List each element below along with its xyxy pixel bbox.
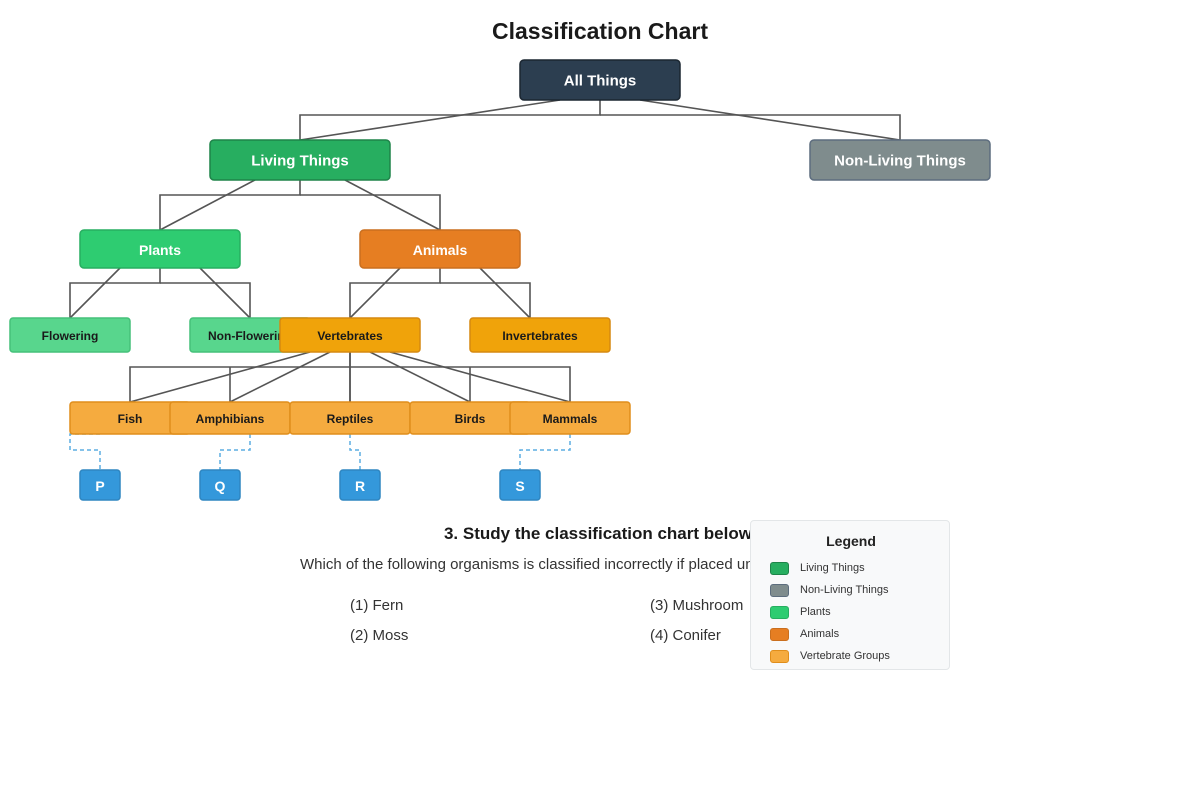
node-label: S [515, 478, 524, 494]
connector-line [440, 282, 531, 318]
legend-swatch-vertebrate-groups [770, 649, 789, 663]
node-animals: Animals [359, 229, 521, 269]
node-label: Invertebrates [502, 329, 578, 343]
legend-item-animals: Animals [770, 626, 839, 642]
node-amphibians: Amphibians [169, 401, 291, 435]
connector-line [300, 194, 441, 230]
node-plants: Plants [79, 229, 241, 269]
legend-swatch-living-things [770, 561, 789, 575]
node-label: Flowering [42, 329, 99, 343]
connector-line [389, 351, 571, 403]
node-label: Non-Living Things [834, 153, 966, 170]
node-mammals: Mammals [509, 401, 631, 435]
legend-item-non-living-things: Non-Living Things [770, 582, 888, 598]
legend-swatch-animals [770, 627, 789, 641]
connector-line [159, 180, 301, 230]
dashed-connector [69, 433, 101, 470]
node-box [509, 401, 631, 435]
node-box [339, 469, 381, 501]
connector-line [160, 282, 251, 318]
node-p: P [79, 469, 121, 501]
connector-line [229, 351, 331, 403]
option-4[interactable]: (4) Conifer [650, 627, 721, 644]
node-s: S [499, 469, 541, 501]
node-box [499, 469, 541, 501]
node-box [279, 317, 421, 353]
legend-item-plants: Plants [770, 604, 831, 620]
legend-label: Animals [800, 628, 840, 640]
page-title: Classification Chart [492, 18, 708, 44]
connector-line [129, 352, 351, 402]
connector-line [344, 179, 441, 231]
node-label: Amphibians [196, 412, 265, 426]
node-box [79, 469, 121, 501]
node-label: P [95, 478, 104, 494]
node-box [199, 469, 241, 501]
node-box [469, 317, 611, 353]
node-label: Reptiles [327, 412, 374, 426]
node-q: Q [199, 469, 241, 501]
connector-line [369, 351, 471, 403]
legend-label: Non-Living Things [800, 584, 889, 596]
option-2[interactable]: (2) Moss [350, 627, 409, 644]
node-living-things: Living Things [209, 139, 391, 181]
connector-line [199, 267, 251, 319]
node-label: Mammals [543, 412, 598, 426]
legend-item-vertebrate-groups: Vertebrate Groups [770, 648, 890, 664]
connector-line [639, 99, 901, 141]
connector-line [69, 268, 161, 318]
connector-line [69, 267, 121, 319]
legend-title: Legend [826, 533, 876, 549]
legend-swatch-plants [770, 605, 789, 619]
connector-line [350, 366, 571, 402]
connector-line [600, 114, 901, 140]
node-label: Birds [455, 412, 486, 426]
connector-line [349, 267, 401, 319]
node-box [359, 229, 521, 269]
connector-line [349, 268, 441, 318]
dashed-connector [349, 434, 361, 470]
node-reptiles: Reptiles [289, 401, 411, 435]
connector-line [129, 351, 311, 403]
node-flowering: Flowering [9, 317, 131, 353]
legend: Legend Living Things Non-Living Things P… [750, 520, 950, 670]
connector-line [159, 179, 256, 231]
node-r: R [339, 469, 381, 501]
connector-line [479, 267, 531, 319]
node-invertebrates: Invertebrates [469, 317, 611, 353]
node-label: Animals [413, 242, 468, 258]
legend-label: Living Things [800, 562, 865, 574]
node-label: Non-Flowering [208, 329, 292, 343]
node-label: Q [215, 478, 226, 494]
connector-line [299, 99, 561, 141]
question-number: 3. Study the classification chart below. [443, 524, 757, 543]
node-label: Plants [139, 242, 181, 258]
legend-item-living-things: Living Things [770, 560, 865, 576]
legend-label: Vertebrate Groups [800, 650, 890, 662]
node-all-things: All Things [519, 59, 681, 101]
option-3[interactable]: (3) Mushroom [650, 597, 744, 614]
question-prompt: Which of the following organisms is clas… [300, 556, 750, 573]
dashed-connector [519, 434, 571, 470]
node-box [209, 139, 391, 181]
node-non-living-things: Non-Living Things [809, 139, 991, 181]
node-box [79, 229, 241, 269]
dashed-connector [219, 434, 251, 470]
node-label: Living Things [251, 153, 349, 170]
node-box [809, 139, 991, 181]
node-label: All Things [564, 73, 637, 90]
node-label: R [355, 478, 365, 494]
legend-label: Plants [800, 606, 831, 618]
option-1[interactable]: (1) Fern [350, 597, 404, 614]
legend-swatch-non-living-things [770, 583, 789, 597]
node-vertebrates: Vertebrates [279, 317, 421, 353]
node-box [9, 317, 131, 353]
connector-line [299, 100, 601, 140]
node-label: Fish [118, 412, 143, 426]
node-box [519, 59, 681, 101]
node-label: Vertebrates [317, 329, 383, 343]
